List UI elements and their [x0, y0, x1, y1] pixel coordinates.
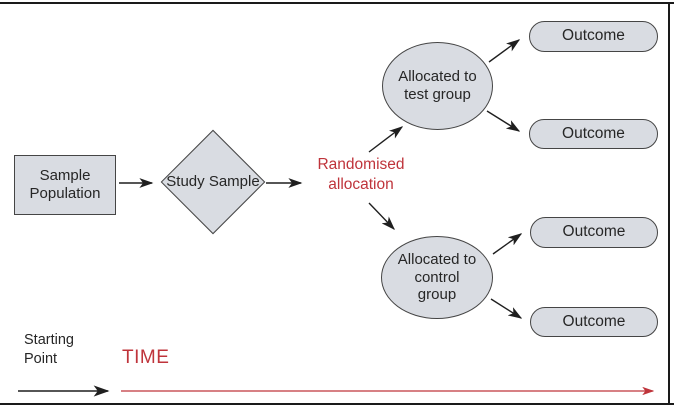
node-outcome-3: Outcome: [530, 217, 658, 248]
node-outcome-2: Outcome: [529, 119, 658, 149]
node-allocated-control-group-label: Allocated to control group: [397, 250, 477, 304]
node-outcome-1: Outcome: [529, 21, 658, 52]
node-study-sample-label: Study Sample: [166, 172, 260, 190]
arrow-randomisation-to-control-group: [368, 202, 395, 231]
frame-border-right: [668, 2, 670, 405]
node-randomised-allocation-label: Randomised allocation: [317, 156, 405, 194]
node-outcome-4-label: Outcome: [562, 312, 626, 330]
node-outcome-3-label: Outcome: [562, 223, 626, 241]
node-sample-population-label: Sample Population: [29, 166, 101, 202]
arrow-randomisation-to-test-group: [368, 126, 404, 153]
node-randomised-allocation: Randomised allocation: [300, 155, 422, 195]
node-allocated-control-group: Allocated to control group: [381, 236, 493, 319]
arrow-control-to-outcome-3: [492, 233, 523, 255]
node-outcome-2-label: Outcome: [562, 124, 625, 142]
arrow-test-to-outcome-1: [488, 39, 521, 63]
node-sample-population: Sample Population: [14, 155, 116, 215]
node-allocated-test-group-label: Allocated to test group: [398, 67, 477, 103]
node-outcome-4: Outcome: [530, 307, 658, 337]
node-outcome-1-label: Outcome: [562, 27, 625, 45]
arrow-control-to-outcome-4: [490, 298, 523, 319]
starting-point-label: Starting Point: [24, 332, 74, 367]
node-study-sample: Study Sample: [163, 157, 263, 207]
time-label: TIME: [122, 347, 170, 368]
frame-border-top: [0, 2, 674, 4]
frame-border-bottom: [0, 403, 674, 405]
arrow-test-to-outcome-2: [486, 110, 521, 132]
node-allocated-test-group: Allocated to test group: [382, 42, 493, 130]
